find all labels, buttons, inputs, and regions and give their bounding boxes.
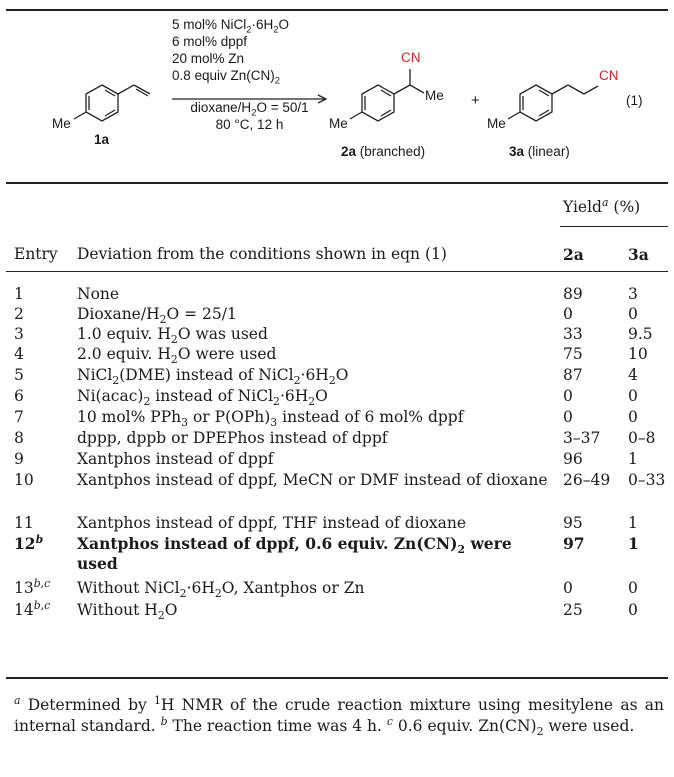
label-1a: 1a: [94, 132, 110, 147]
deviation-text: Without H2O: [77, 601, 178, 623]
deviation-text: 2.0 equiv. H2O were used: [77, 345, 277, 367]
deviation-text: 10 mol% PPh3 or P(OPh)3 instead of 6 mol…: [77, 408, 464, 430]
col-2a: 2a: [563, 245, 584, 264]
cn-label-2a: CN: [401, 50, 421, 65]
condition-solvent: dioxane/H2O = 50/1: [190, 100, 309, 119]
me-label-2a-ring: Me: [329, 116, 348, 131]
condition-cyanide: 0.8 equiv Zn(CN)2: [172, 68, 281, 87]
plus-sign: +: [471, 92, 480, 109]
deviation-text: NiCl2(DME) instead of NiCl2·6H2O: [77, 366, 349, 388]
header-bottom-rule: [6, 271, 668, 272]
yield-header: Yielda (%): [563, 195, 641, 216]
table-bottom-rule: [6, 677, 668, 679]
col-3a: 3a: [628, 245, 649, 264]
me-label-3a: Me: [487, 116, 506, 131]
scheme-bottom-rule: [6, 182, 668, 184]
top-rule: [6, 9, 668, 11]
yield-underline: [560, 226, 668, 227]
conditions-above-arrow: 5 mol% NiCl2·6H2O 6 mol% dppf 20 mol% Zn…: [172, 16, 290, 87]
condition-ligand: 6 mol% dppf: [172, 34, 248, 49]
me-label-1a: Me: [52, 116, 71, 131]
condition-catalyst: 5 mol% NiCl2·6H2O: [172, 17, 290, 36]
deviation-text: Xantphos instead of dppf, 0.6 equiv. Zn(…: [77, 534, 512, 573]
deviation-text: 1.0 equiv. H2O was used: [77, 325, 268, 347]
col-deviation: Deviation from the conditions shown in e…: [77, 245, 447, 263]
conditions-below-arrow: dioxane/H2O = 50/1 80 °C, 12 h: [172, 99, 327, 133]
label-3a: 3a (linear): [509, 144, 570, 159]
me-label-2a-chain: Me: [425, 88, 444, 103]
equation-number: (1): [626, 93, 643, 108]
condition-temp-time: 80 °C, 12 h: [215, 117, 284, 132]
deviation-text: Dioxane/H2O = 25/1: [77, 305, 237, 327]
reaction-scheme: [73, 69, 599, 122]
table-footnotes: a Determined by 1H NMR of the crude reac…: [14, 693, 665, 739]
deviation-text: Ni(acac)2 instead of NiCl2·6H2O: [77, 387, 328, 409]
deviation-text: Without NiCl2·6H2O, Xantphos or Zn: [77, 579, 365, 601]
label-2a: 2a (branched): [341, 144, 426, 159]
col-entry: Entry: [14, 245, 58, 263]
cn-label-3a: CN: [599, 68, 619, 83]
condition-reductant: 20 mol% Zn: [172, 51, 245, 66]
